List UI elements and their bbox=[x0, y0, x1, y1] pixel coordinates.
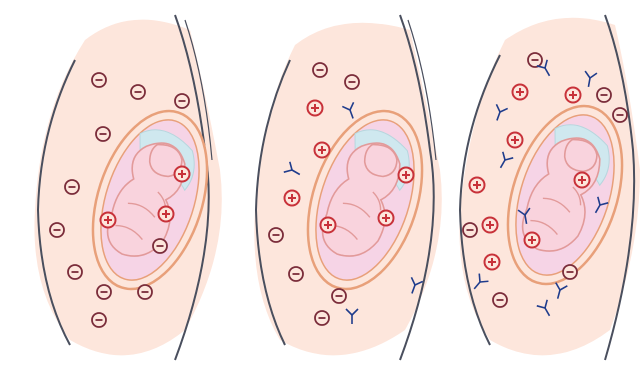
rh-positive-fetal-cell bbox=[525, 233, 540, 248]
rh-positive-fetal-cell bbox=[483, 218, 498, 233]
rh-negative-maternal-cell bbox=[597, 88, 611, 102]
rh-negative-maternal-cell bbox=[332, 289, 346, 303]
rh-positive-fetal-cell bbox=[101, 213, 116, 228]
rh-negative-maternal-cell bbox=[315, 311, 329, 325]
rh-negative-maternal-cell bbox=[65, 180, 79, 194]
rh-negative-maternal-cell bbox=[96, 127, 110, 141]
rh-positive-fetal-cell bbox=[159, 207, 174, 222]
panel-2 bbox=[254, 15, 443, 360]
panel-3 bbox=[459, 15, 640, 360]
rh-negative-maternal-cell bbox=[97, 285, 111, 299]
rh-positive-fetal-cell bbox=[321, 218, 336, 233]
rh-negative-maternal-cell bbox=[138, 285, 152, 299]
rh-negative-maternal-cell bbox=[92, 73, 106, 87]
rh-negative-maternal-cell bbox=[50, 223, 64, 237]
rh-negative-maternal-cell bbox=[131, 85, 145, 99]
rh-negative-maternal-cell bbox=[92, 313, 106, 327]
rh-positive-fetal-cell bbox=[379, 211, 394, 226]
rh-negative-maternal-cell bbox=[345, 75, 359, 89]
rh-positive-fetal-cell bbox=[315, 143, 330, 158]
rh-positive-fetal-cell bbox=[575, 173, 590, 188]
rh-positive-fetal-cell bbox=[285, 191, 300, 206]
rh-negative-maternal-cell bbox=[613, 108, 627, 122]
rh-negative-maternal-cell bbox=[289, 267, 303, 281]
rh-positive-fetal-cell bbox=[513, 85, 528, 100]
rh-negative-maternal-cell bbox=[528, 53, 542, 67]
rh-negative-maternal-cell bbox=[313, 63, 327, 77]
rh-negative-maternal-cell bbox=[175, 94, 189, 108]
rh-positive-fetal-cell bbox=[308, 101, 323, 116]
panel-1 bbox=[34, 15, 227, 360]
rh-negative-maternal-cell bbox=[68, 265, 82, 279]
rh-positive-fetal-cell bbox=[399, 168, 414, 183]
rh-negative-maternal-cell bbox=[463, 223, 477, 237]
rh-positive-fetal-cell bbox=[175, 167, 190, 182]
rh-negative-maternal-cell bbox=[153, 239, 167, 253]
rh-negative-maternal-cell bbox=[493, 293, 507, 307]
rh-positive-fetal-cell bbox=[485, 255, 500, 270]
rh-negative-maternal-cell bbox=[563, 265, 577, 279]
rh-negative-maternal-cell bbox=[269, 228, 283, 242]
rh-positive-fetal-cell bbox=[470, 178, 485, 193]
rh-positive-fetal-cell bbox=[566, 88, 581, 103]
rh-positive-fetal-cell bbox=[508, 133, 523, 148]
